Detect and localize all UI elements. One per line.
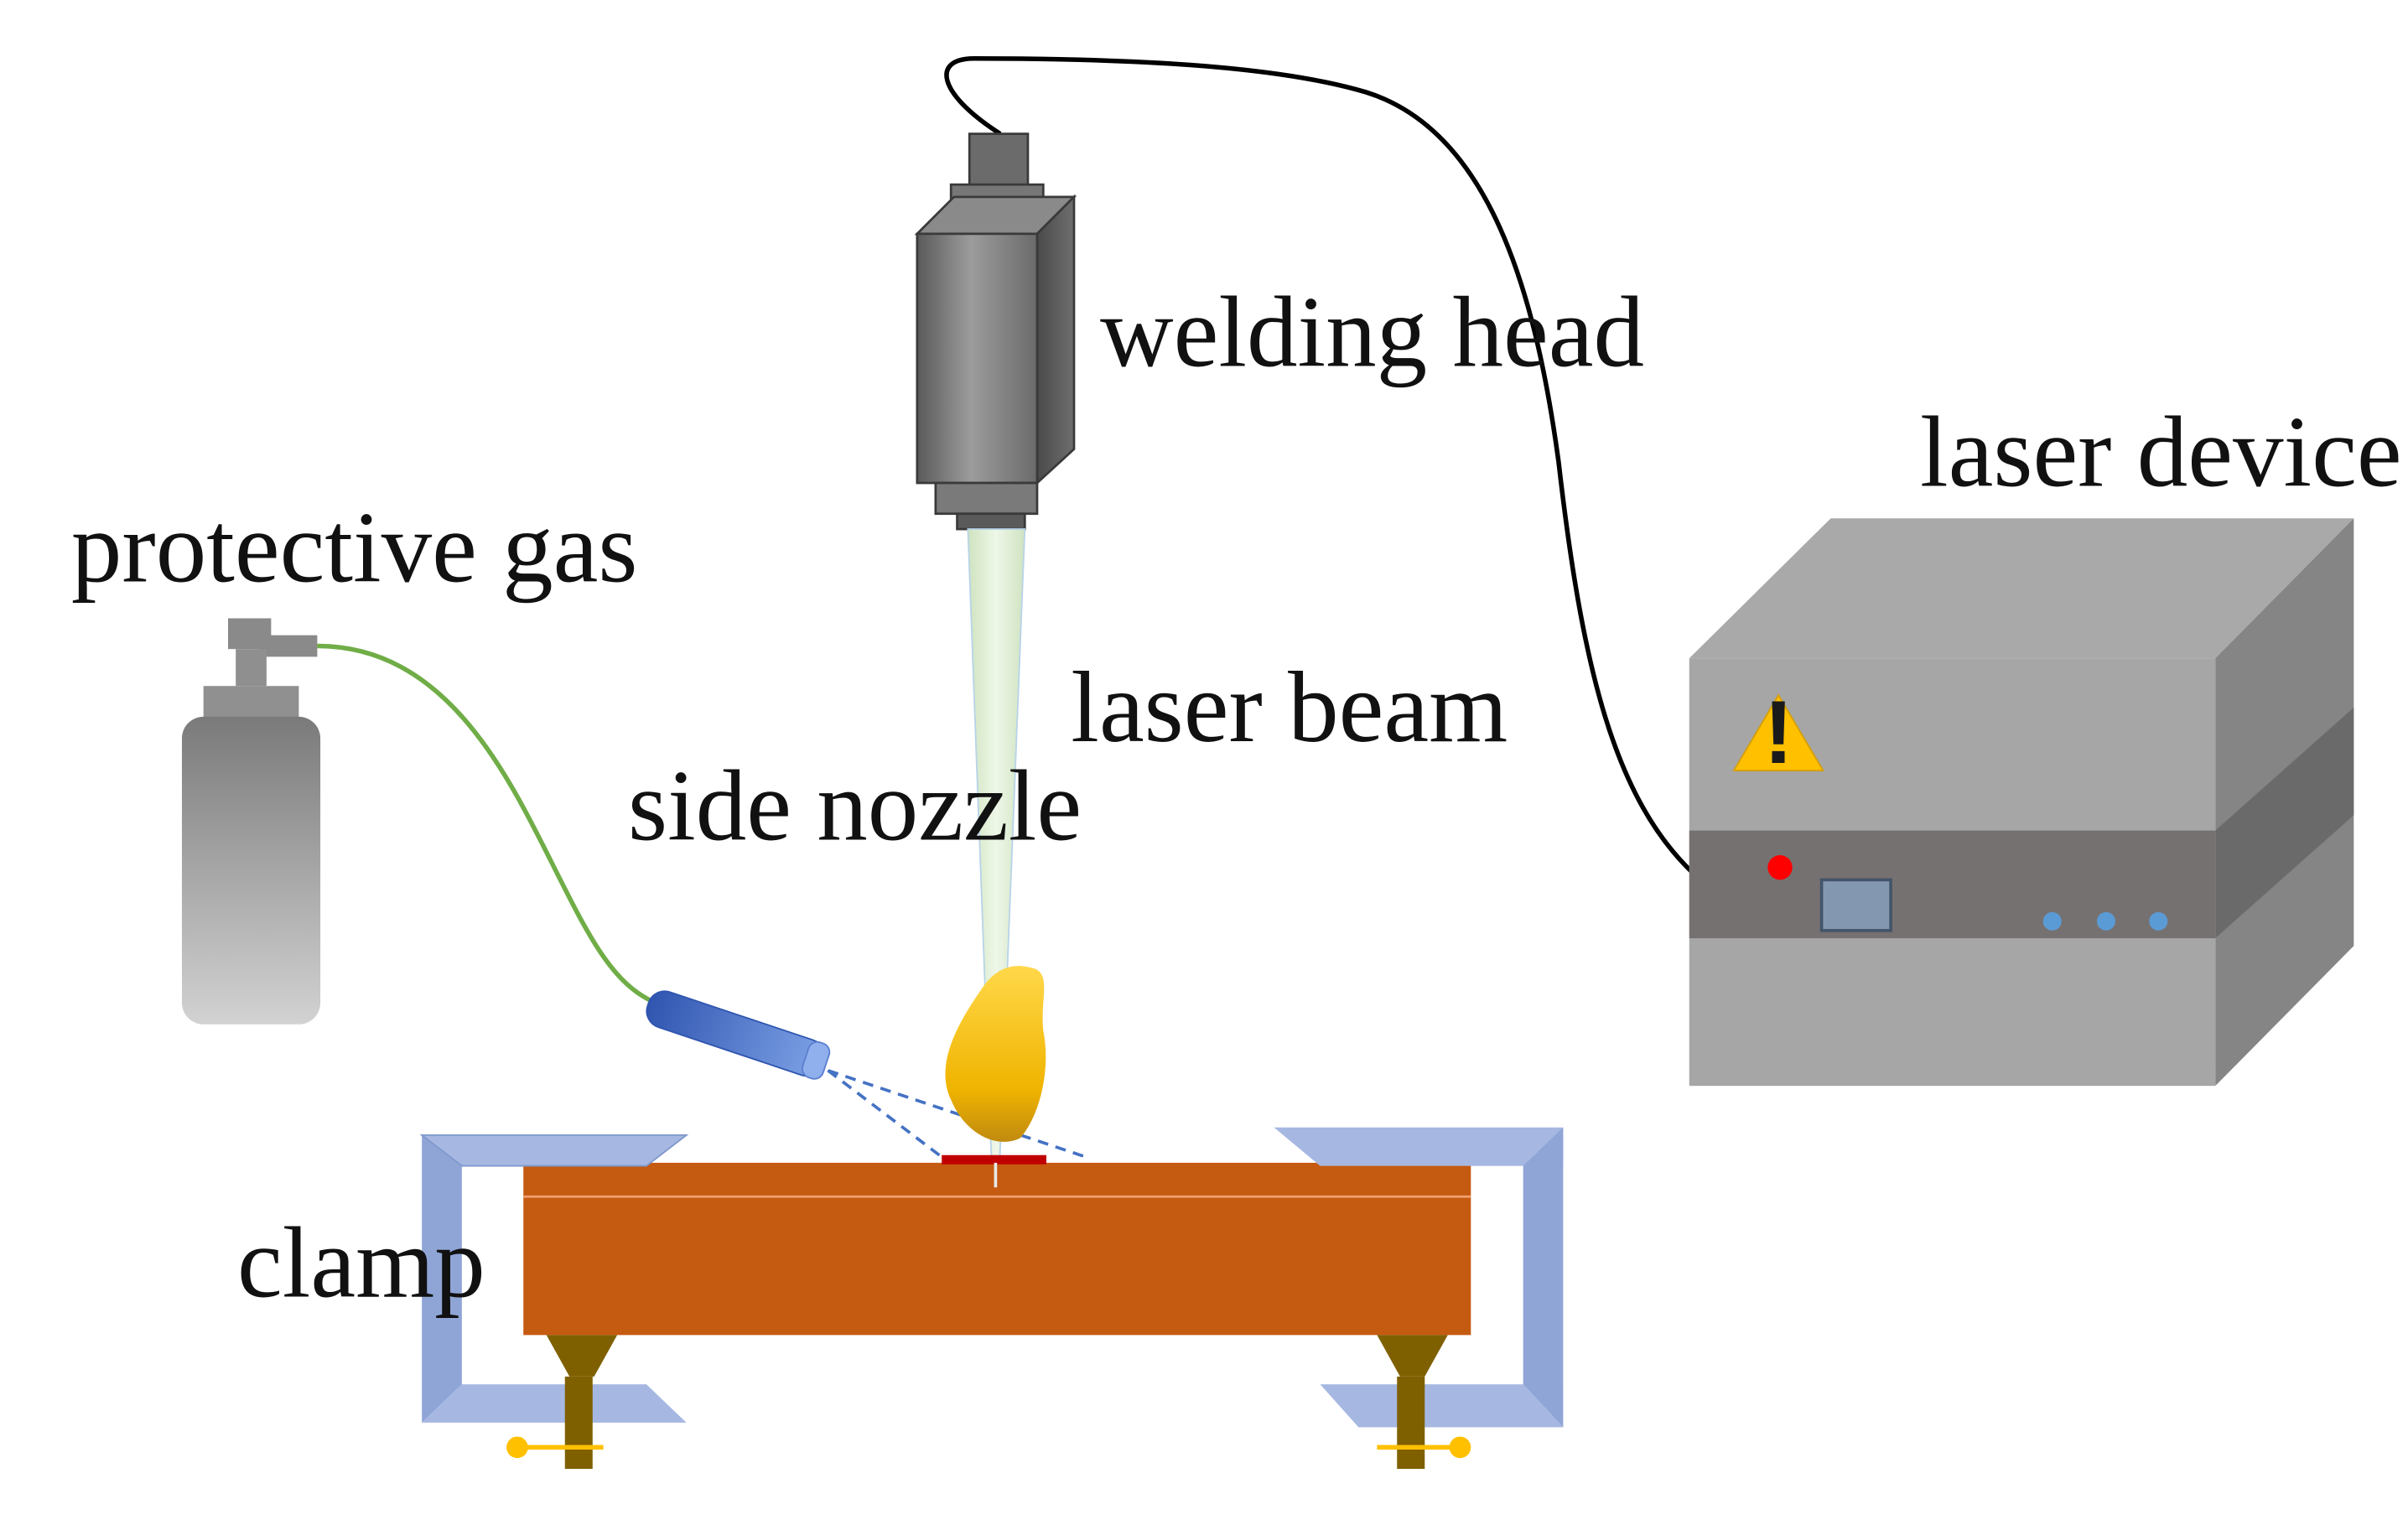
weld-seam [942, 1154, 1046, 1165]
display-screen [1819, 878, 1892, 932]
side-nozzle [646, 990, 831, 1080]
gas-hose [317, 643, 657, 1005]
svg-text:!: ! [1763, 682, 1793, 782]
molten-plume [945, 966, 1046, 1142]
clamp-right [1274, 1127, 1564, 1428]
screw-handle-left [506, 1436, 604, 1459]
support-left [546, 1335, 618, 1469]
label-side-nozzle: side nozzle [628, 750, 1082, 863]
warning-triangle-icon: ! [1732, 682, 1825, 782]
screw-handle-right [1377, 1436, 1471, 1459]
clamp-left [419, 1134, 689, 1423]
support-right [1377, 1335, 1448, 1469]
label-welding-head: welding head [1100, 277, 1644, 389]
label-protective-gas: protective gas [71, 491, 638, 604]
control-button-2 [2096, 911, 2115, 931]
label-clamp: clamp [237, 1206, 485, 1319]
fiber-cable [944, 55, 1699, 879]
workpiece [523, 1162, 1471, 1336]
label-laser-beam: laser beam [1071, 651, 1508, 764]
control-button-3 [2149, 911, 2168, 931]
gas-spray-lines [827, 1069, 1090, 1160]
control-button-1 [2042, 911, 2062, 931]
power-indicator-red [1767, 854, 1793, 880]
gas-cylinder [181, 618, 321, 1025]
welding-head [914, 132, 1077, 531]
label-laser-device: laser device [1920, 397, 2402, 509]
laser-device [1689, 518, 2354, 1087]
